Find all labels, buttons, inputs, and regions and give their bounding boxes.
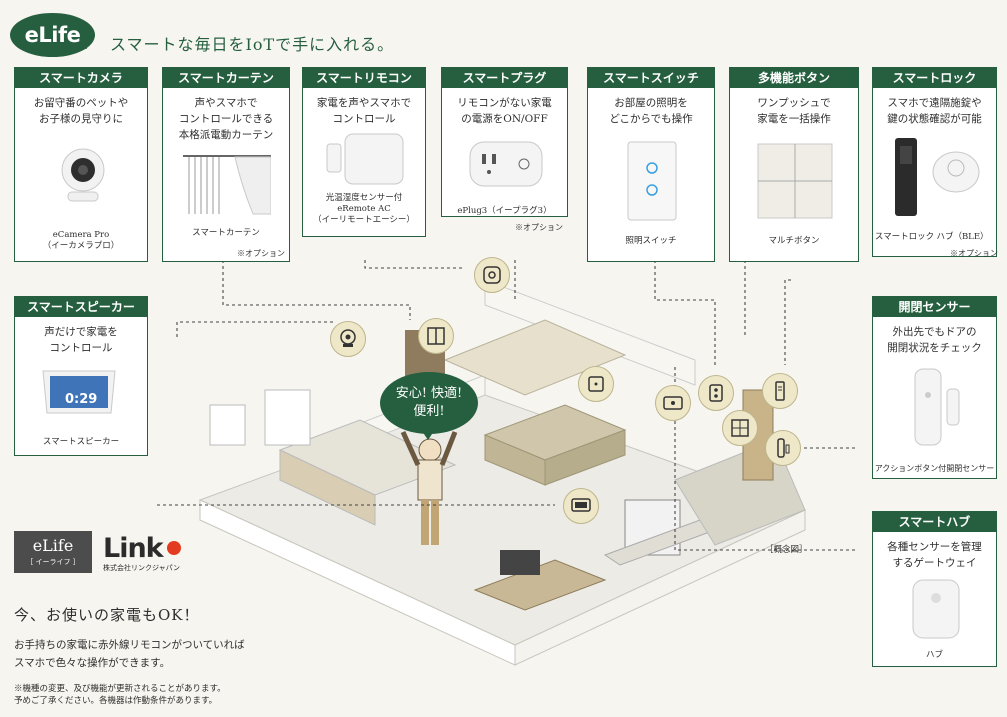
remote-icon xyxy=(588,376,604,392)
curtain-device-image xyxy=(183,155,271,215)
remote-device-image xyxy=(326,133,404,185)
card-title: 多機能ボタン xyxy=(730,68,858,88)
lock-marker xyxy=(762,373,798,409)
card-caption: マルチボタン xyxy=(768,236,820,246)
switch-device-image xyxy=(627,141,677,221)
remote-marker xyxy=(578,366,614,402)
card-smart-camera: スマートカメラ お留守番のペットや お子様の見守りに eCamera Pro （… xyxy=(14,67,148,262)
card-title: スマートプラグ xyxy=(442,68,567,88)
card-caption: ハブ xyxy=(925,650,943,660)
sensor-marker xyxy=(765,430,801,466)
bubble-line-1: 安心! 快適! xyxy=(395,386,463,401)
switch-marker xyxy=(698,375,734,411)
plug-marker xyxy=(474,257,510,293)
option-note: ※オプション xyxy=(237,249,285,258)
bubble-line-2: 便利! xyxy=(413,404,445,419)
card-caption: eCamera Pro （イーカメラプロ） xyxy=(42,230,120,251)
speaker-icon xyxy=(571,498,591,512)
card-caption: アクションボタン付開閉センサー xyxy=(874,464,995,473)
tagline: スマートな毎日をIoTで手に入れる。 xyxy=(110,35,395,54)
card-door-sensor: 開閉センサー 外出先でもドアの 開閉状況をチェック アクションボタン付開閉センサ… xyxy=(872,296,997,479)
card-caption: スマートカーテン xyxy=(192,228,260,238)
ok-body-text: お手持ちの家電に赤外線リモコンがついていれば スマホで色々な操作ができます。 xyxy=(14,639,245,669)
elife-logo: eLife xyxy=(10,13,95,57)
button-marker xyxy=(722,410,758,446)
card-title: スマートカーテン xyxy=(163,68,289,88)
link-logo-dot xyxy=(167,541,181,555)
concept-label: ［概念図］ xyxy=(765,545,808,555)
card-description: お留守番のペットや お子様の見守りに xyxy=(33,97,129,125)
card-smart-switch: スマートスイッチ お部屋の照明を どこからでも操作 照明スイッチ xyxy=(587,67,715,262)
camera-marker xyxy=(330,321,366,357)
card-description: ワンプッシュで 家電を一括操作 xyxy=(757,97,831,125)
card-description: 各種センサーを管理 するゲートウェイ xyxy=(887,541,982,569)
card-smart-plug: スマートプラグ リモコンがない家電 の電源をON/OFF ePlug3（イープラ… xyxy=(441,67,568,217)
card-description: 声だけで家電を コントロール xyxy=(44,326,118,354)
card-caption: 照明スイッチ xyxy=(625,236,677,246)
card-smart-lock: スマートロック スマホで遠隔施錠や 鍵の状態確認が可能 スマートロック ハブ（B… xyxy=(872,67,997,257)
lock-device-image xyxy=(895,138,917,216)
lock-caption: スマートロック xyxy=(874,232,935,242)
card-smart-remote: スマートリモコン 家電を声やスマホで コントロール 光温湿度センサー付 eRem… xyxy=(302,67,426,237)
speaker-marker xyxy=(563,488,599,524)
speech-bubble: 安心! 快適! 便利! xyxy=(380,372,478,434)
disclaimer-notes: ※機種の変更、及び機能が更新されることがあります。 予めご了承ください。各機器は… xyxy=(14,684,226,706)
card-title: 開閉センサー xyxy=(873,297,996,317)
plug-option-note: ※オプション xyxy=(515,223,563,232)
card-title: スマートロック xyxy=(873,68,996,88)
elife-brand-box: eLife ［ イーライフ ］ xyxy=(14,531,92,573)
hub-marker xyxy=(655,385,691,421)
multi-button-device-image xyxy=(757,143,833,219)
card-description: 家電を声やスマホで コントロール xyxy=(316,97,412,125)
card-caption: 光温湿度センサー付 eRemote AC （イーリモートエーシー） xyxy=(313,193,415,225)
hub-icon xyxy=(663,396,683,410)
card-caption: スマートスピーカー xyxy=(42,437,120,447)
button-icon xyxy=(731,419,749,437)
card-title: スマートハブ xyxy=(873,512,996,532)
curtain-marker xyxy=(418,318,454,354)
elife-brand-name: eLife xyxy=(32,536,74,555)
door-sensor-device-image xyxy=(914,368,960,446)
card-smart-curtain: スマートカーテン 声やスマホで コントロールできる 本格派電動カーテン スマート… xyxy=(162,67,290,262)
ok-heading: 今、お使いの家電もOK！ xyxy=(14,606,200,624)
card-multi-button: 多機能ボタン ワンプッシュで 家電を一括操作 マルチボタン xyxy=(729,67,859,262)
link-company-name: 株式会社リンクジャパン xyxy=(103,564,180,572)
card-title: スマートカメラ xyxy=(15,68,147,88)
smart-hub-device-image xyxy=(912,579,960,639)
card-smart-hub: スマートハブ 各種センサーを管理 するゲートウェイ ハブ xyxy=(872,511,997,667)
card-description: リモコンがない家電 の電源をON/OFF xyxy=(457,97,552,125)
camera-device-image xyxy=(61,148,105,202)
card-smart-speaker: スマートスピーカー 声だけで家電を コントロール 0:29 スマートスピーカー xyxy=(14,296,148,456)
hub-ble-caption: ハブ（BLE） xyxy=(936,232,989,242)
camera-icon xyxy=(340,329,356,347)
card-description: スマホで遠隔施錠や 鍵の状態確認が可能 xyxy=(887,97,982,125)
elife-brand-kana: ［ イーライフ ］ xyxy=(26,558,80,566)
card-title: スマートスイッチ xyxy=(588,68,714,88)
lock-option-note: ※オプション xyxy=(950,249,998,258)
card-description: お部屋の照明を どこからでも操作 xyxy=(609,97,693,125)
switch-icon xyxy=(709,384,723,402)
plug-device-image xyxy=(469,141,543,187)
speaker-device-image xyxy=(42,370,116,414)
lock-icon xyxy=(775,381,785,401)
house-illustration xyxy=(155,260,855,666)
plug-icon xyxy=(483,266,501,284)
card-description: 外出先でもドアの 開閉状況をチェック xyxy=(887,326,982,354)
link-logo: Link xyxy=(103,533,164,564)
card-caption: ePlug3（イープラグ3） xyxy=(457,206,552,216)
speaker-screen-time: 0:29 xyxy=(65,392,98,407)
hub-ble-device-image xyxy=(932,151,980,193)
sensor-icon xyxy=(777,438,790,458)
curtain-icon xyxy=(427,327,445,345)
card-description: 声やスマホで コントロールできる 本格派電動カーテン xyxy=(178,97,274,141)
card-title: スマートリモコン xyxy=(303,68,425,88)
card-title: スマートスピーカー xyxy=(15,297,147,317)
